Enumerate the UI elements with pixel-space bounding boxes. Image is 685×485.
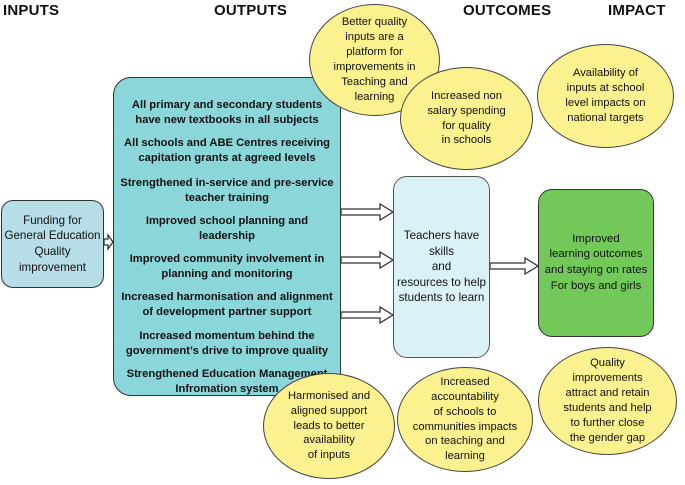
bubble-accountability: Increased accountability of schools to c…	[397, 367, 533, 472]
input-funding-text: Funding for General Education Quality im…	[4, 213, 101, 274]
arrow-input-to-outputs	[103, 232, 114, 252]
impact-learning-text: Improved learning outcomes and staying o…	[544, 232, 648, 292]
bubble-harmonised-support-text: Harmonised and aligned support leads to …	[287, 389, 371, 462]
output-item-capitation-grants: All schools and ABE Centres receiving ca…	[124, 137, 330, 165]
impact-learning-box: Improved learning outcomes and staying o…	[538, 189, 654, 337]
bubble-quality-improvements-text: Quality improvements attract and retain …	[563, 357, 652, 444]
bubble-availability-inputs: Availability of inputs at school level i…	[537, 44, 674, 148]
bubble-harmonised-support: Harmonised and aligned support leads to …	[263, 373, 395, 479]
arrow-outputs-to-outcome-3	[340, 305, 395, 325]
input-funding-box: Funding for General Education Quality im…	[1, 200, 104, 288]
header-outcomes: OUTCOMES	[463, 2, 552, 19]
bubble-non-salary-text: Increased non salary spending for qualit…	[427, 89, 506, 147]
header-inputs: INPUTS	[3, 2, 60, 19]
bubble-quality-improvements: Quality improvements attract and retain …	[538, 347, 677, 455]
outcome-teachers-box: Teachers have skills and resources to he…	[393, 176, 490, 358]
arrow-outputs-to-outcome-1	[340, 202, 395, 222]
output-item-textbooks: All primary and secondary students have …	[131, 99, 323, 127]
output-item-emis: Strengthened Education Management Infrom…	[126, 368, 328, 396]
arrow-outcome-to-impact	[489, 256, 540, 276]
bubble-accountability-text: Increased accountability of schools to c…	[412, 375, 518, 463]
header-impact: IMPACT	[608, 2, 666, 19]
output-item-school-planning: Improved school planning and leadership	[145, 215, 309, 243]
output-item-harmonisation: Increased harmonisation and alignment of…	[121, 291, 333, 319]
arrow-outputs-to-outcome-2	[340, 250, 395, 270]
bubble-non-salary: Increased non salary spending for qualit…	[400, 67, 533, 170]
output-item-government-drive: Increased momentum behind the government…	[125, 330, 329, 358]
header-outputs: OUTPUTS	[214, 2, 288, 19]
outputs-box: All primary and secondary students have …	[113, 77, 341, 396]
bubble-availability-inputs-text: Availability of inputs at school level i…	[565, 67, 646, 124]
outcome-teachers-text: Teachers have skills and resources to he…	[397, 228, 486, 305]
bubble-better-quality-text: Better quality inputs are a platform for…	[333, 16, 416, 103]
output-item-community-involvement: Improved community involvement in planni…	[129, 253, 325, 281]
output-item-teacher-training: Strengthened in-service and pre-service …	[120, 177, 334, 205]
